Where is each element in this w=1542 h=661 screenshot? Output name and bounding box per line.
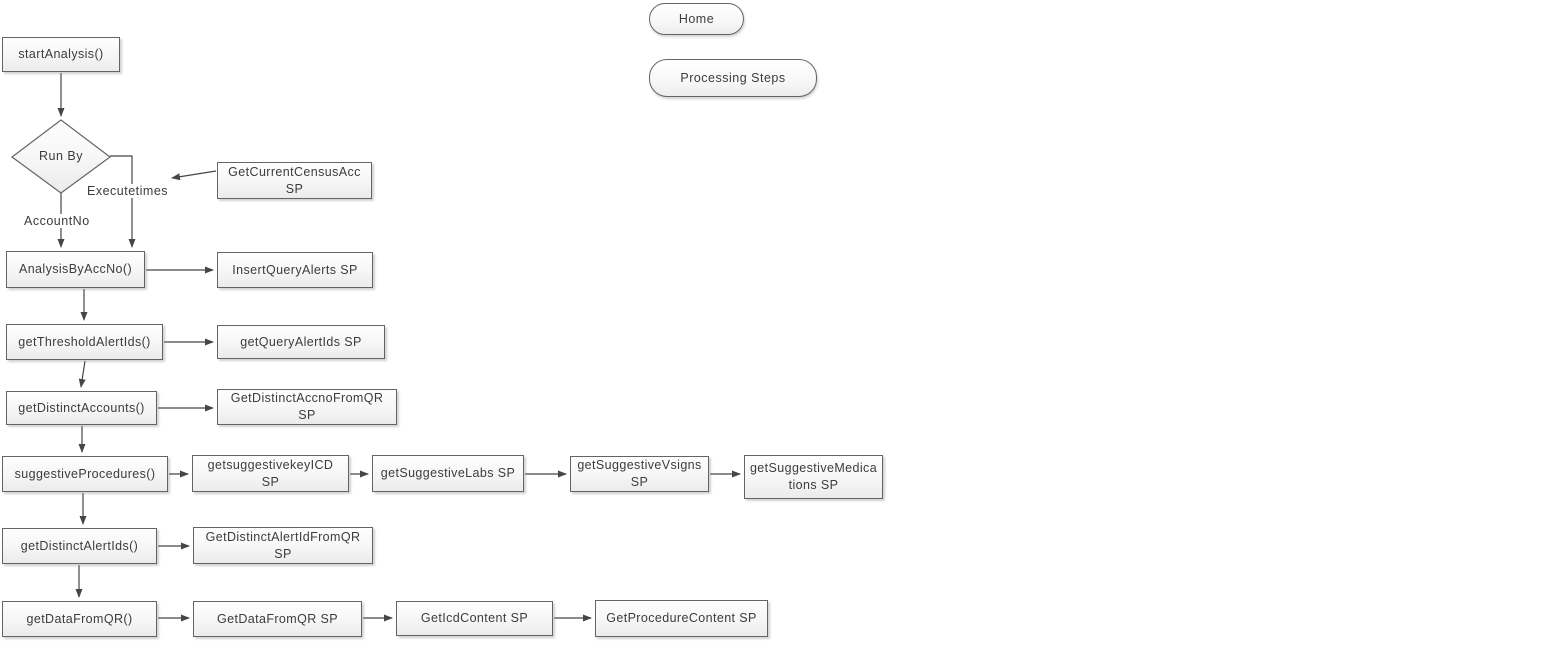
node-start-analysis: startAnalysis() [2,37,120,72]
node-get-data-from-qr-sp: GetDataFromQR SP [193,601,362,637]
node-suggestive-procedures: suggestiveProcedures() [2,456,168,492]
node-get-distinct-accounts: getDistinctAccounts() [6,391,157,425]
processing-steps-button[interactable]: Processing Steps [649,59,817,97]
node-get-icd-content-sp: GetIcdContent SP [396,601,553,636]
edge-label-executetimes: Executetimes [87,184,169,198]
node-insert-query-alerts-sp: InsertQueryAlerts SP [217,252,373,288]
node-get-query-alert-ids-sp: getQueryAlertIds SP [217,325,385,359]
node-get-distinct-accno-from-qr-sp: GetDistinctAccnoFromQR SP [217,389,397,425]
node-get-suggestive-labs-sp: getSuggestiveLabs SP [372,455,524,492]
node-get-current-census-acc-sp: GetCurrentCensusAcc SP [217,162,372,199]
node-get-data-from-qr: getDataFromQR() [2,601,157,637]
node-analysis-by-acc-no: AnalysisByAccNo() [6,251,145,288]
node-get-threshold-alert-ids: getThresholdAlertIds() [6,324,163,360]
node-get-procedure-content-sp: GetProcedureContent SP [595,600,768,637]
node-get-distinct-alert-id-from-qr-sp: GetDistinctAlertIdFromQR SP [193,527,373,564]
edge-threshold-to-distinctaccounts [78,360,86,388]
node-get-distinct-alert-ids: getDistinctAlertIds() [2,528,157,564]
node-get-suggestive-key-icd-sp: getsuggestivekeyICD SP [192,455,349,492]
decision-label-run-by: Run By [39,149,83,163]
home-button[interactable]: Home [649,3,744,35]
node-get-suggestive-medications-sp: getSuggestiveMedications SP [744,455,883,499]
node-get-suggestive-vsigns-sp: getSuggestiveVsigns SP [570,456,709,492]
edge-decision-to-analysis-executetimes [110,155,136,248]
edge-label-accountno: AccountNo [24,214,90,228]
edge-census-sp-to-executetimes [171,170,217,181]
